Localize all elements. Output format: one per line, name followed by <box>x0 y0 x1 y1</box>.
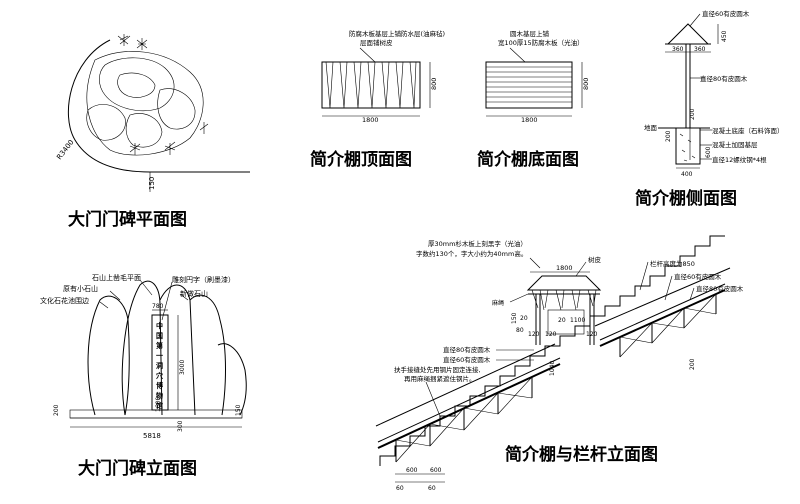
top-roof-rect <box>321 61 421 109</box>
side-note-base-seat: 混凝土底座（石料饰面） <box>712 126 784 135</box>
side-dim-450: 450 <box>721 30 728 42</box>
bottom-note-1: 圆木基层上铺 <box>510 29 550 38</box>
railing-dim-600a: 600 <box>406 467 418 474</box>
side-dim-360b: 360 <box>694 46 706 53</box>
railing-note-handrail-2: 再用麻绳捆紧遮住钢片。 <box>404 374 476 383</box>
note-border: 文化石花池围边 <box>40 296 89 305</box>
side-dim-200a: 200 <box>689 108 696 120</box>
note-carved: 雕刻円字（刷墨漆） <box>172 275 235 284</box>
railing-dim-60b: 60 <box>428 485 436 492</box>
pergola-top-title: 简介棚顶面图 <box>310 149 412 170</box>
bottom-deck-rect <box>485 61 573 109</box>
side-dim-200b: 200 <box>665 130 672 142</box>
bottom-dim-width: 1800 <box>521 116 538 124</box>
railing-info-board <box>547 309 585 335</box>
dim-5818: 5818 <box>143 432 161 440</box>
side-note-post-log: 直径80有皮圆木 <box>700 74 748 83</box>
gate-plan-view: R3400 150 大门门碑平面图 <box>55 34 250 230</box>
dim-150: 150 <box>148 177 156 190</box>
pergola-bottom-title: 简介棚底面图 <box>477 149 579 170</box>
radius-label: R3400 <box>55 138 75 161</box>
railing-dim-20b: 20 <box>558 317 566 324</box>
note-new-rock: 新做石山 <box>180 289 208 298</box>
pergola-railing-view: 厚30mm杉木板上刻黑字（光油） 字数约130个，字大小约为40mm高。 树皮 … <box>375 235 744 492</box>
railing-left <box>395 376 533 463</box>
railing-note-handrail-1: 扶手接缝处先用钢片固定连接, <box>394 365 481 374</box>
side-note-anchor: 直径12螺纹钢*4根 <box>712 155 767 164</box>
note-stone-top: 石山上凿毛平面 <box>92 273 141 282</box>
side-note-ground: 地面 <box>644 123 658 132</box>
railing-dim-120b: 120 <box>545 331 557 338</box>
dim-150: 150 <box>235 404 242 416</box>
top-note-1: 防腐木板基层上铺防水层(油麻毡) <box>349 29 445 38</box>
pergola-side-view: 直径60有皮圆木 450 360 360 直径80有皮圆木 200 地面 200… <box>635 9 784 209</box>
pergola-top-view: 防腐木板基层上铺防水层(油麻毡) 层面铺树皮 1800 800 简介棚顶面图 <box>310 29 445 170</box>
side-dim-400: 400 <box>681 171 693 178</box>
railing-note-bark: 树皮 <box>588 255 602 264</box>
railing-right <box>619 293 717 358</box>
side-concrete-base <box>675 127 701 165</box>
railing-dim-80: 80 <box>516 327 524 334</box>
pergola-bottom-view: 圆木基层上铺 宽100厚15防腐木板（光油） 1800 800 简介棚底面图 <box>477 29 590 170</box>
railing-dim-200: 200 <box>689 358 696 370</box>
pergola-side-title: 简介棚侧面图 <box>635 188 737 209</box>
railing-dim-1100: 1100 <box>570 317 585 324</box>
railing-dim-120a: 120 <box>528 331 540 338</box>
bottom-dim-depth: 800 <box>582 78 590 90</box>
railing-dim-120c: 120 <box>586 331 598 338</box>
railing-note-joint: 麻绳 <box>492 299 504 307</box>
gate-elevation-title: 大门门碑立面图 <box>78 458 197 479</box>
dim-3000: 3000 <box>179 360 186 375</box>
railing-dim-20: 20 <box>520 315 528 322</box>
railing-dim-600b: 600 <box>430 467 442 474</box>
bottom-note-2: 宽100厚15防腐木板（光油） <box>498 38 584 47</box>
top-dim-depth: 800 <box>430 78 438 90</box>
railing-dim-60a: 60 <box>396 485 404 492</box>
railing-note-log60a: 直径60有皮圆木 <box>674 272 722 281</box>
pergola-railing-title: 简介棚与栏杆立面图 <box>505 444 658 465</box>
dim-300: 300 <box>177 420 184 432</box>
railing-note-log60b: 直径60有皮圆木 <box>443 355 491 364</box>
dim-1600: 1600 <box>155 397 162 412</box>
side-note-top-log: 直径60有皮圆木 <box>702 9 750 18</box>
railing-note-chars: 字数约130个，字大小约为40mm高。 <box>416 249 527 258</box>
dim-780: 780 <box>152 303 164 310</box>
railing-note-board: 厚30mm杉木板上刻黑字（光油） <box>428 239 527 248</box>
plant-symbol <box>117 34 209 155</box>
note-small-rock: 原有小石山 <box>63 284 98 293</box>
side-dim-600: 600 <box>705 146 712 158</box>
railing-note-log80a: 直径80有皮圆木 <box>696 284 744 293</box>
side-dim-360a: 360 <box>672 46 684 53</box>
inscription-text: 中国第一洞穴博物馆 <box>156 321 163 410</box>
railing-dim-150: 150 <box>511 312 518 324</box>
railing-note-height: 栏杆高度为850 <box>650 259 695 268</box>
railing-dim-1040: 1040 <box>549 361 556 376</box>
railing-dim-1800: 1800 <box>556 264 573 272</box>
dim-200: 200 <box>53 404 60 416</box>
side-note-base-layer: 混凝土加固基层 <box>712 140 758 149</box>
gate-plan-title: 大门门碑平面图 <box>68 209 187 230</box>
gate-elevation-view: 中国第一洞穴博物馆 780 3000 1600 200 150 300 5818… <box>40 273 247 479</box>
top-dim-width: 1800 <box>362 116 379 124</box>
railing-note-log80b: 直径80有皮圆木 <box>443 345 491 354</box>
top-note-2: 层面铺树皮 <box>360 38 393 47</box>
